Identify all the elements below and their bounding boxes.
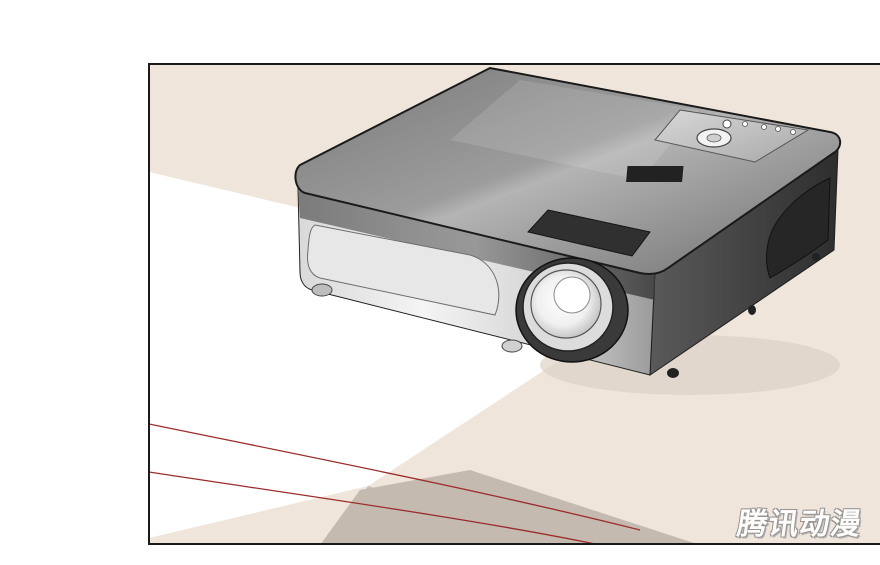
dpad-icon bbox=[696, 128, 732, 148]
projector-foot bbox=[667, 368, 679, 378]
watermark-logo: 腾讯动漫 bbox=[735, 507, 864, 542]
control-panel bbox=[654, 109, 810, 163]
projector-foot bbox=[748, 305, 756, 315]
top-highlight bbox=[450, 80, 700, 180]
indicator-light-icon bbox=[742, 121, 796, 135]
top-vent bbox=[626, 166, 684, 182]
projector-foot bbox=[311, 283, 333, 297]
panel-border bbox=[148, 63, 880, 545]
floor-shadow-band bbox=[320, 470, 697, 544]
projector-foot bbox=[812, 253, 820, 261]
projector bbox=[294, 66, 842, 378]
projector-foot bbox=[501, 339, 523, 353]
power-button-icon bbox=[722, 119, 732, 129]
side-vent bbox=[766, 177, 831, 279]
front-grille bbox=[307, 224, 500, 316]
top-slot bbox=[527, 209, 651, 257]
cable-bottom bbox=[149, 471, 599, 544]
cable-top bbox=[149, 423, 641, 531]
projector-lens bbox=[515, 257, 629, 363]
